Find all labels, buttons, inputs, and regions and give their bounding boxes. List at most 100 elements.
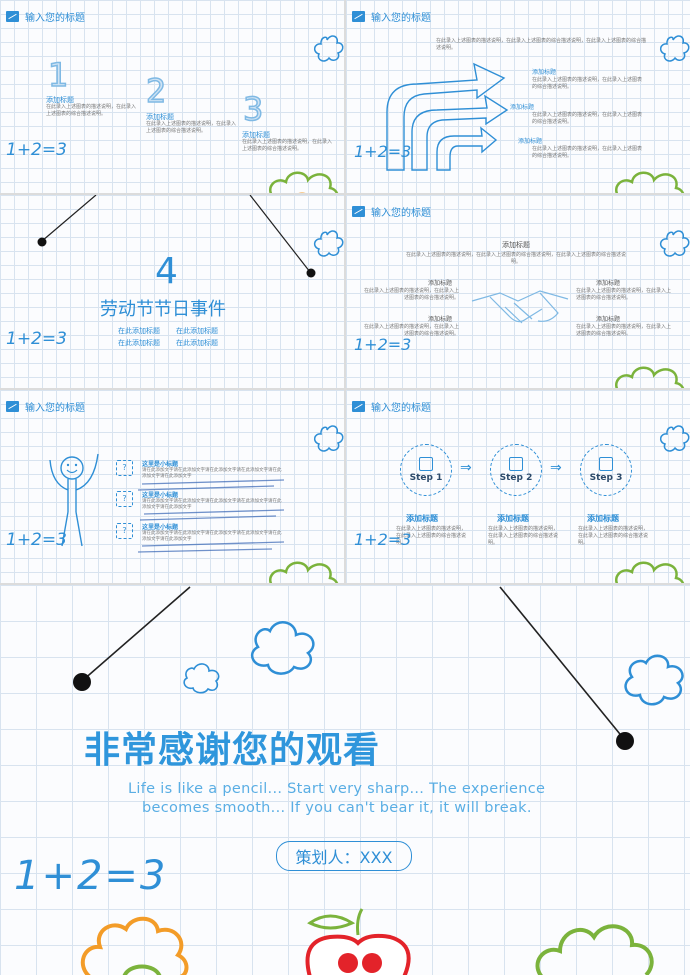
apple-icon [305, 908, 411, 975]
slide-5[interactable]: 输入您的标题 1+2=3 ? 这里是小标题 请在此添加文字请在此添加文字请在此添… [0, 390, 344, 583]
left-title-2: 添加标题 [428, 316, 453, 323]
pencil-icon [6, 10, 19, 22]
flower-green-icon [535, 924, 654, 975]
pendulum-line-right [249, 195, 316, 278]
equation-large: 1+2=3 [14, 853, 168, 899]
step-2[interactable]: Step 2 [490, 444, 542, 496]
number-two: 2 [145, 71, 167, 111]
slide-4[interactable]: 输入您的标题 添加标题 在此录入上述图表的描述说明，在此录入上述图表的综合描述说… [346, 195, 690, 388]
body-text-2: 在此录入上述图表的描述说明，在此录入上述图表的综合描述说明。 [532, 112, 643, 125]
question-icon-3: ? [116, 523, 133, 539]
flower-blue-icon [659, 35, 690, 62]
add-title-1: 添加标题 [406, 514, 438, 523]
pencil-icon [419, 457, 433, 471]
thanks-title: 非常感谢您的观看 [84, 730, 381, 771]
planner-badge: 策划人：XXX [276, 841, 412, 871]
slide-header: 输入您的标题 [6, 9, 85, 24]
flower-green-icon [269, 561, 339, 583]
menu-item-2[interactable]: 在此添加标题 [176, 327, 218, 335]
slide-header: 输入您的标题 [352, 9, 431, 24]
slide-1[interactable]: 输入您的标题 1 添加标题 在此录入上述图表的描述说明，在此录入上述图表的综合描… [0, 0, 344, 193]
slide-6[interactable]: 输入您的标题 Step 1 ⇒ Step 2 ⇒ Step 3 添加标题 在此录… [346, 390, 690, 583]
quote-line-1: Life is like a pencil... Start very shar… [128, 781, 546, 797]
flower-blue-icon [313, 35, 344, 62]
right-title-2: 添加标题 [596, 316, 621, 323]
menu-item-3[interactable]: 在此添加标题 [118, 339, 160, 347]
step-2-label: Step 2 [499, 473, 533, 483]
slide-2[interactable]: 输入您的标题 在此录入上述图表的描述说明，在此录入上述图表的综合描述说明，在此录… [346, 0, 690, 193]
body-text-1: 在此录入上述图表的描述说明，在此录入上述图表的综合描述说明。 [46, 104, 137, 117]
add-title-2: 添加标题 [146, 113, 174, 121]
step-3[interactable]: Step 3 [580, 444, 632, 496]
arrow-right-icon: ⇒ [550, 460, 562, 476]
pencil-icon [352, 400, 365, 412]
equation: 1+2=3 [354, 335, 412, 354]
left-text-2: 在此录入上述图表的描述说明，在此录入上述图表的综合描述说明。 [364, 324, 460, 337]
add-title-3: 添加标题 [518, 138, 543, 145]
planner-text: 策划人：XXX [295, 848, 393, 867]
add-title-3: 添加标题 [587, 514, 619, 523]
arrow-right-icon: ⇒ [460, 460, 472, 476]
intro-text: 在此录入上述图表的描述说明，在此录入上述图表的综合描述说明，在此录入上述图表的综… [436, 38, 647, 51]
right-title-1: 添加标题 [596, 280, 621, 287]
subtitle-2: 这里是小标题 [142, 492, 179, 499]
stick-figure-icon [49, 453, 99, 547]
body-text-3: 在此录入上述图表的描述说明，在此录入上述图表的综合描述说明。 [578, 526, 649, 546]
flower-blue-icon [659, 230, 690, 257]
cloud-blue-right-icon [624, 654, 684, 706]
slide-final[interactable]: 非常感谢您的观看 Life is like a pencil... Start … [0, 585, 690, 975]
pendulum-line-left [73, 586, 191, 691]
header-title: 输入您的标题 [25, 12, 85, 24]
flower-orange-icon [80, 916, 189, 975]
add-title-3: 添加标题 [242, 131, 270, 139]
right-text-1: 在此录入上述图表的描述说明，在此录入上述图表的综合描述说明。 [576, 288, 672, 301]
subtitle-1: 这里是小标题 [142, 461, 179, 468]
header-title: 输入您的标题 [371, 402, 431, 414]
center-text: 在此录入上述图表的描述说明，在此录入上述图表的综合描述说明，在此录入上述图表的综… [406, 252, 627, 265]
number-one: 1 [47, 55, 69, 95]
menu-item-1[interactable]: 在此添加标题 [118, 327, 160, 335]
pendulum-line-left [37, 195, 97, 247]
right-text-2: 在此录入上述图表的描述说明，在此录入上述图表的综合描述说明。 [576, 324, 672, 337]
body-2: 请在此添加文字请在此添加文字请在此添加文字请在此添加文字请在此添加文字请在此添加… [142, 499, 282, 510]
slide-header: 输入您的标题 [352, 399, 431, 414]
section-title: 劳动节节日事件 [100, 299, 226, 320]
number-three: 3 [242, 89, 264, 129]
section-number: 4 [155, 251, 178, 292]
pendulum-line-right [499, 586, 634, 750]
header-title: 输入您的标题 [25, 402, 85, 414]
header-title: 输入您的标题 [371, 12, 431, 24]
body-text-1: 在此录入上述图表的描述说明，在此录入上述图表的综合描述说明。 [532, 77, 643, 90]
pen-icon [509, 457, 523, 471]
header-title: 输入您的标题 [371, 207, 431, 219]
flower-blue-icon [313, 230, 344, 257]
slide-header: 输入您的标题 [352, 204, 431, 219]
slide-3[interactable]: 4 劳动节节日事件 在此添加标题 在此添加标题 在此添加标题 在此添加标题 1+… [0, 195, 344, 388]
flower-blue-icon [313, 425, 344, 452]
equation: 1+2=3 [354, 142, 412, 161]
subtitle-3: 这里是小标题 [142, 524, 179, 531]
pencil-icon [352, 10, 365, 22]
flower-green-icon [615, 561, 685, 583]
step-3-label: Step 3 [589, 473, 623, 483]
add-title-2: 添加标题 [510, 104, 535, 111]
body-text-3: 在此录入上述图表的描述说明，在此录入上述图表的综合描述说明。 [242, 139, 333, 152]
flower-green-icon [615, 366, 685, 388]
pencil-icon [352, 205, 365, 217]
flower-green-icon [269, 171, 339, 193]
left-text-1: 在此录入上述图表的描述说明，在此录入上述图表的综合描述说明。 [364, 288, 460, 301]
question-icon-2: ? [116, 491, 133, 507]
equation: 1+2=3 [6, 140, 67, 160]
step-1[interactable]: Step 1 [400, 444, 452, 496]
add-title-1: 添加标题 [46, 96, 74, 104]
body-text-2: 在此录入上述图表的描述说明，在此录入上述图表的综合描述说明。 [146, 121, 237, 134]
menu-item-4[interactable]: 在此添加标题 [176, 339, 218, 347]
step-1-label: Step 1 [409, 473, 443, 483]
notepad-icon [599, 457, 613, 471]
add-title-1: 添加标题 [532, 69, 557, 76]
arrows-sketch-icon [386, 62, 509, 171]
center-title: 添加标题 [502, 241, 530, 249]
slide-header: 输入您的标题 [6, 399, 85, 414]
flower-blue-icon [659, 425, 690, 452]
cloud-blue-icon [250, 621, 315, 675]
